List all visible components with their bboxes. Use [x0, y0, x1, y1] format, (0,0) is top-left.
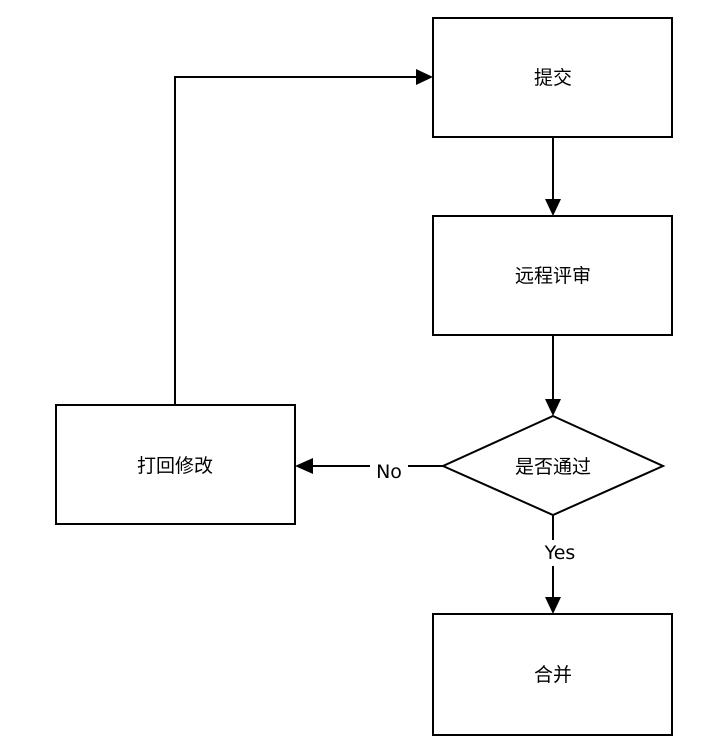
- arrowhead: [295, 458, 313, 474]
- edge-decision-to-merge: Yes: [536, 515, 580, 614]
- node-passed-decision: 是否通过: [440, 414, 666, 517]
- edge-return-to-submit: [174, 69, 433, 405]
- node-passed-label: 是否通过: [515, 456, 591, 478]
- node-remote-review-label: 远程评审: [515, 265, 591, 287]
- node-merge-label: 合并: [534, 664, 572, 686]
- edge-decision-to-return: No: [295, 453, 443, 483]
- arrowhead: [416, 69, 433, 85]
- node-submit: 提交: [432, 17, 673, 138]
- arrowhead: [545, 597, 561, 614]
- edge-review-to-decision: [545, 335, 561, 416]
- node-return-modify-label: 打回修改: [137, 455, 213, 477]
- edge-submit-to-review: [545, 137, 561, 216]
- arrowhead: [545, 199, 561, 216]
- edge-label-no: No: [376, 461, 402, 483]
- node-submit-label: 提交: [534, 67, 572, 89]
- node-merge: 合并: [432, 613, 673, 736]
- node-return-modify: 打回修改: [55, 404, 296, 525]
- node-remote-review: 远程评审: [432, 215, 673, 336]
- edge-label-yes: Yes: [544, 542, 576, 564]
- arrowhead: [545, 399, 561, 416]
